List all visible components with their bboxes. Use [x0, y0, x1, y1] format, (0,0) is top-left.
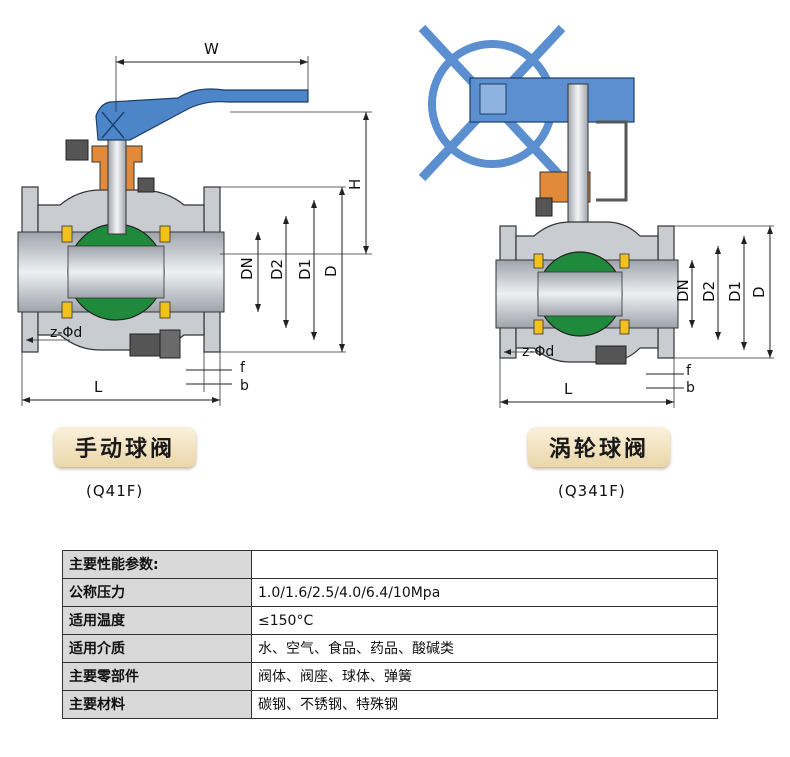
label-h: H: [346, 179, 364, 190]
params-table: 主要性能参数: 公称压力 1.0/1.6/2.5/4.0/6.4/10Mpa 适…: [62, 550, 718, 719]
seat-right-top: [619, 253, 630, 269]
flange-bolt-bottom: [129, 333, 161, 357]
label-z-phi-d: z-Φd: [522, 344, 554, 360]
manual-valve-model: (Q41F): [86, 482, 144, 500]
row-value: 1.0/1.6/2.5/4.0/6.4/10Mpa: [251, 578, 718, 607]
worm-valve-model: (Q341F): [558, 482, 626, 500]
label-f: f: [686, 363, 692, 379]
params-header-blank: [251, 550, 718, 579]
manual-valve-diagram: W H DN D2 D1 D L f b z-Φd: [17, 40, 372, 406]
row-value: ≤150°C: [251, 606, 718, 635]
bonnet-bolt: [535, 197, 553, 217]
label-b: b: [240, 378, 249, 394]
flange-bolt-bottom: [595, 345, 627, 365]
seat-left-bottom: [533, 319, 544, 335]
seat-right-bottom: [619, 319, 630, 335]
bonnet-bolt-left: [65, 139, 89, 161]
label-d1: D1: [726, 281, 744, 302]
handle-lever: [95, 88, 309, 141]
row-value: 碳钢、不锈钢、特殊钢: [251, 690, 718, 719]
table-row: 主要材料 碳钢、不锈钢、特殊钢: [62, 690, 718, 719]
seat-left-bottom: [61, 301, 73, 319]
worm-valve-diagram: DN D2 D1 D L f b z-Φd: [418, 24, 774, 408]
table-row: 主要零部件 阀体、阀座、球体、弹簧: [62, 662, 718, 691]
label-l: L: [564, 380, 573, 398]
label-d2: D2: [700, 281, 718, 302]
label-d: D: [750, 286, 768, 298]
seat-right-top: [159, 225, 171, 243]
row-value: 水、空气、食品、药品、酸碱类: [251, 634, 718, 663]
params-header: 主要性能参数:: [62, 550, 252, 579]
row-key: 适用介质: [62, 634, 252, 663]
row-key: 适用温度: [62, 606, 252, 635]
worm-valve-title: 涡轮球阀: [528, 427, 670, 467]
params-header-row: 主要性能参数:: [62, 550, 718, 579]
gearbox-hub: [479, 83, 507, 115]
row-key: 主要零部件: [62, 662, 252, 691]
gearbox-bracket: [596, 120, 628, 202]
label-dn: DN: [674, 279, 692, 302]
table-row: 公称压力 1.0/1.6/2.5/4.0/6.4/10Mpa: [62, 578, 718, 607]
label-d2: D2: [268, 259, 286, 280]
ball-bore: [67, 245, 165, 299]
row-key: 公称压力: [62, 578, 252, 607]
seat-right-bottom: [159, 301, 171, 319]
label-d: D: [322, 265, 340, 277]
row-value: 阀体、阀座、球体、弹簧: [251, 662, 718, 691]
table-row: 适用温度 ≤150°C: [62, 606, 718, 635]
label-d1: D1: [296, 259, 314, 280]
flange-bolt-bottom-nut: [159, 329, 181, 359]
label-l: L: [94, 378, 103, 396]
row-key: 主要材料: [62, 690, 252, 719]
label-f: f: [240, 360, 246, 376]
table-row: 适用介质 水、空气、食品、药品、酸碱类: [62, 634, 718, 663]
label-dn: DN: [238, 257, 256, 280]
seat-left-top: [533, 253, 544, 269]
ball-bore: [537, 271, 623, 317]
handle-nut-x2: [101, 111, 125, 139]
manual-valve-title: 手动球阀: [54, 427, 196, 467]
label-b: b: [686, 380, 695, 396]
label-w: W: [204, 40, 219, 58]
seat-left-top: [61, 225, 73, 243]
label-z-phi-d: z-Φd: [50, 325, 82, 341]
bonnet-bolt-right: [137, 177, 155, 193]
